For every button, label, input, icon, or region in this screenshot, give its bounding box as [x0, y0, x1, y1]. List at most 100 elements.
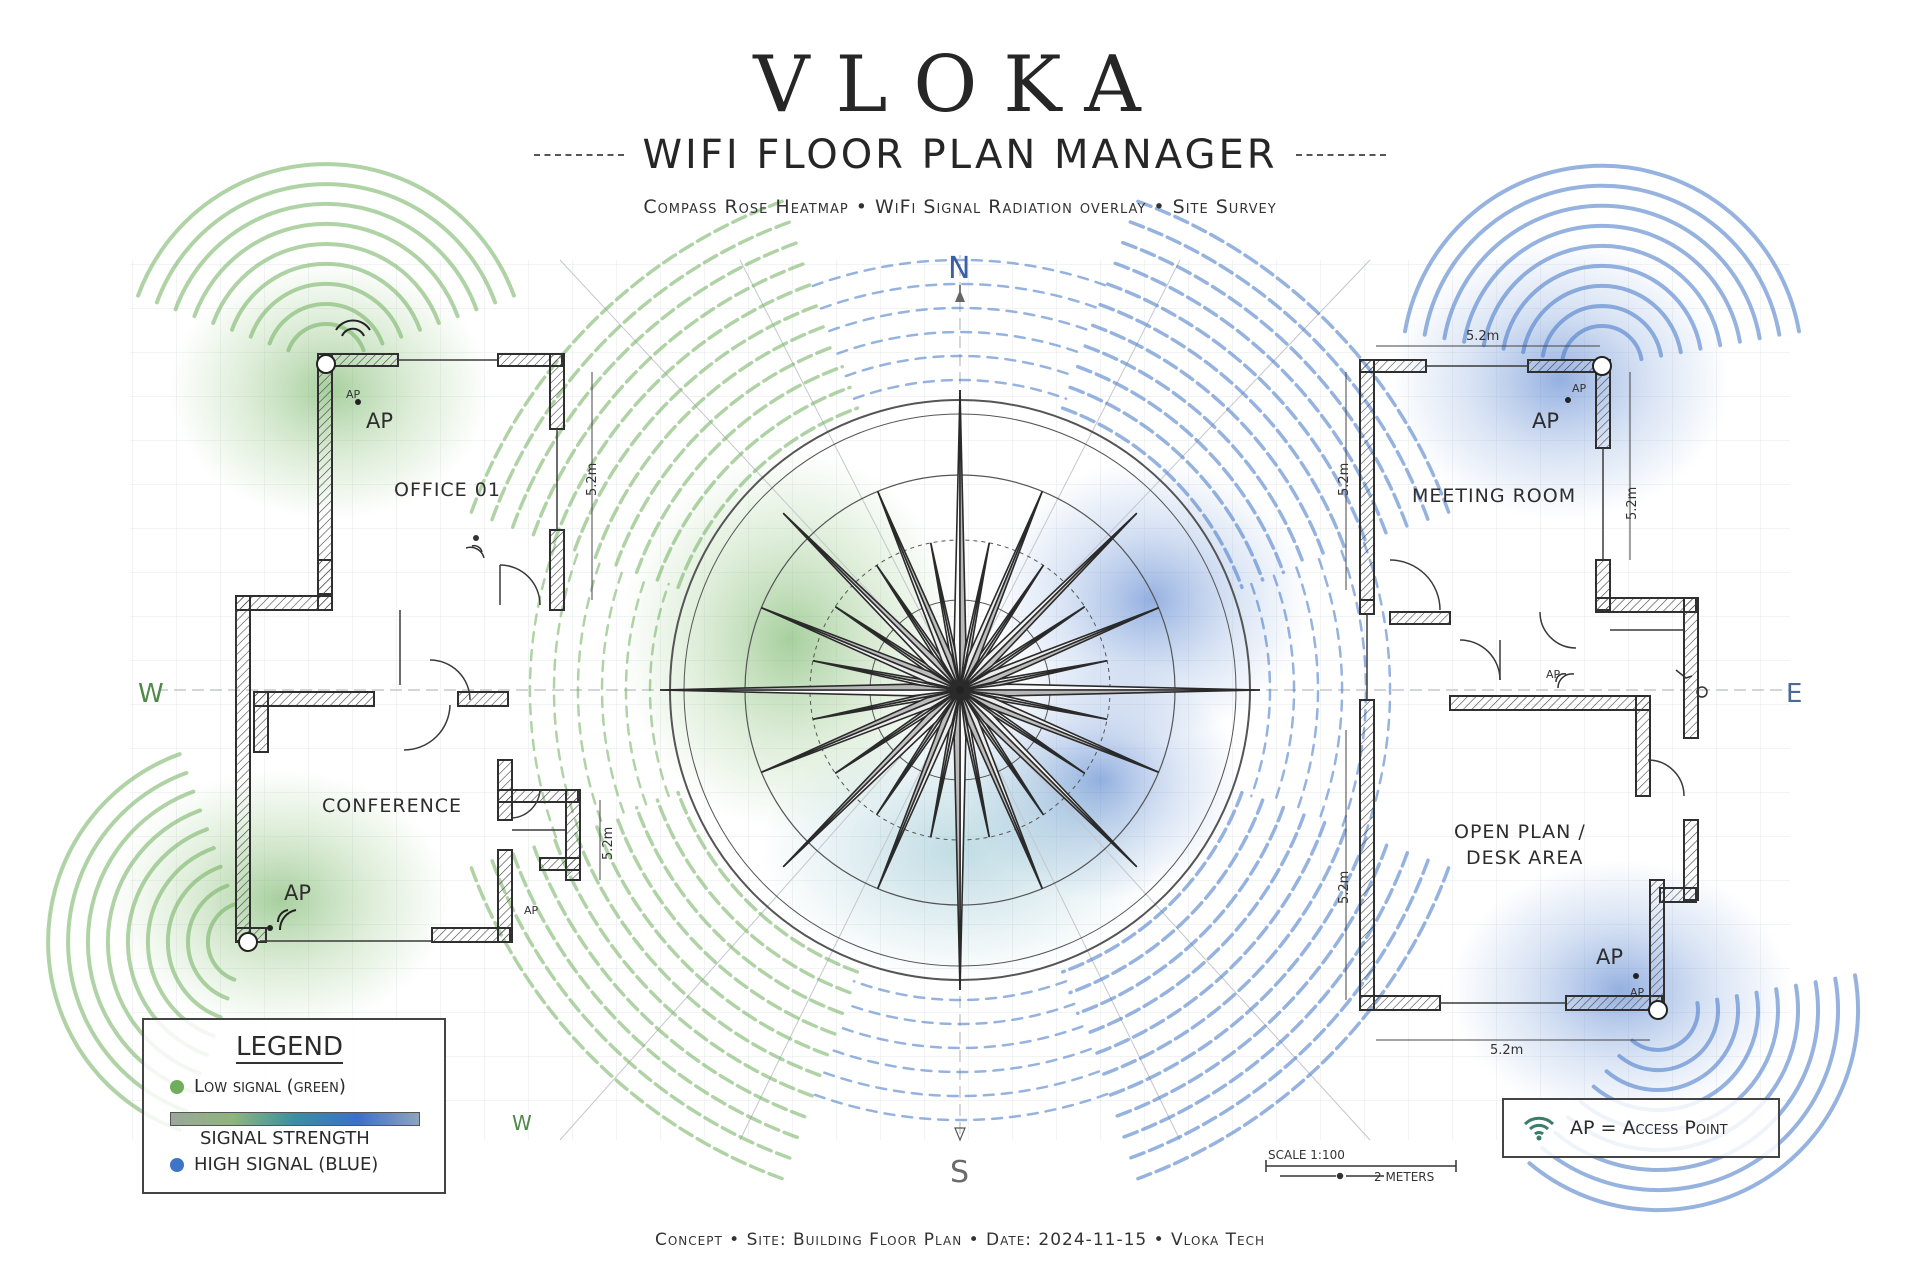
- ap-small-se: AP: [1630, 986, 1645, 999]
- signal-arc: [165, 864, 223, 1020]
- signal-arc: [1098, 302, 1348, 552]
- access-point-ne[interactable]: [1565, 356, 1612, 403]
- signal-arc: [206, 902, 237, 982]
- title-row: WIFI FLOOR PLAN MANAGER: [0, 130, 1920, 180]
- signal-arc: [576, 558, 603, 822]
- dimension-meeting-right: 5.2m: [1625, 487, 1640, 520]
- signal-arc: [1128, 220, 1430, 522]
- signal-arc: [1083, 344, 1306, 567]
- ap-label-ne: AP: [1532, 409, 1559, 433]
- legend-low-label: Low signal (green): [194, 1076, 346, 1097]
- signal-arc: [490, 858, 792, 1160]
- signal-arc: [828, 306, 1092, 333]
- legend-strength-row: SIGNAL STRENGTH: [200, 1128, 370, 1149]
- signal-arc: [1075, 364, 1286, 575]
- dimension-left-wing: 5.2m: [601, 827, 616, 860]
- compass-point: [782, 512, 961, 691]
- compass-west-label: W: [138, 679, 164, 709]
- signal-arc: [1272, 574, 1296, 806]
- signal-arc: [1068, 385, 1265, 582]
- signal-arc: [1422, 183, 1782, 337]
- dimension-meeting-width: 5.2m: [1466, 329, 1499, 344]
- compass-south-label: S: [950, 1155, 969, 1190]
- ap-small-nw: AP: [346, 388, 361, 401]
- compass-point: [959, 689, 1159, 774]
- signal-arc: [572, 302, 822, 552]
- signal-arc: [1540, 303, 1664, 358]
- dimension-office-height: 5.2m: [585, 463, 600, 496]
- access-point-sw[interactable]: [238, 909, 297, 952]
- signal-arc: [572, 828, 822, 1078]
- signal-arc: [852, 378, 1068, 400]
- access-point-nw[interactable]: [316, 319, 371, 405]
- signal-arc: [844, 354, 1076, 378]
- ap-small-left-wing: AP: [524, 904, 539, 917]
- signal-arc: [1340, 549, 1368, 831]
- compass-point: [959, 689, 1261, 697]
- compass-point: [876, 689, 961, 889]
- signal-arc: [1462, 223, 1742, 344]
- north-arrow: [955, 285, 965, 302]
- signal-arc: [1121, 851, 1410, 1140]
- compass-point: [876, 491, 961, 691]
- signal-arc: [510, 851, 799, 1140]
- signal-arc: [811, 258, 1109, 288]
- signal-arc: [676, 790, 860, 974]
- signal-arc: [1090, 820, 1327, 1057]
- signal-arc: [655, 798, 852, 995]
- signal-arc: [531, 261, 807, 537]
- signal-arc: [552, 836, 814, 1098]
- green-dot-icon: [170, 1079, 184, 1094]
- ap-label-se: AP: [1596, 945, 1623, 969]
- page-subtitle: Compass Rose Heatmap • WiFi Signal Radia…: [643, 196, 1277, 218]
- south-arrow: [954, 1127, 966, 1142]
- signal-arc: [510, 240, 799, 529]
- signal-arc: [1521, 283, 1683, 355]
- room-label-open-plan-2: DESK AREA: [1466, 847, 1583, 869]
- scale-distance: 2 METERS: [1374, 1170, 1435, 1184]
- compass-point: [959, 389, 967, 691]
- signal-arc: [173, 201, 479, 312]
- compass-west-secondary-label: W: [512, 1111, 532, 1135]
- signal-arc: [1068, 798, 1265, 995]
- signal-arc: [676, 406, 860, 590]
- compass-point: [761, 689, 961, 774]
- brand-logo-text: VLOKA: [753, 40, 1167, 130]
- title-rule-right: [1295, 154, 1386, 156]
- compass-point: [761, 606, 961, 691]
- signal-arc: [1617, 997, 1720, 1073]
- access-point-se[interactable]: [1633, 973, 1668, 1020]
- ap-key-box: AP = Access Point: [1502, 1098, 1780, 1158]
- right-building-thin-walls: [1366, 365, 1685, 1004]
- signal-arc: [614, 344, 837, 567]
- signal-arc: [286, 322, 366, 353]
- compass-point: [959, 689, 1138, 868]
- signal-arc: [614, 813, 837, 1036]
- signal-arc: [66, 770, 189, 1114]
- footer-caption: Concept • Site: Building Floor Plan • Da…: [654, 1230, 1266, 1250]
- signal-arc: [1106, 836, 1368, 1098]
- legend-strength-label: SIGNAL STRENGTH: [200, 1128, 370, 1149]
- compass-point: [959, 606, 1159, 691]
- signal-arc: [552, 282, 814, 544]
- dimension-open-plan-bottom: 5.2m: [1490, 1043, 1523, 1058]
- room-label-open-plan-1: OPEN PLAN /: [1454, 821, 1586, 843]
- dimension-lines: [591, 345, 1650, 1041]
- signal-arc: [1403, 163, 1801, 334]
- signal-arc: [1295, 566, 1320, 814]
- signal-arc: [819, 282, 1101, 310]
- legend-high-label: HIGH SIGNAL (BLUE): [194, 1154, 379, 1175]
- signal-arc: [1121, 240, 1410, 529]
- access-point-inner-right[interactable]: [1555, 673, 1575, 689]
- signal-arc: [852, 980, 1068, 1002]
- compass-east-label: E: [1786, 679, 1802, 709]
- ap-small-inner-right: AP: [1546, 668, 1561, 681]
- wifi-icon: [1523, 1116, 1555, 1141]
- ap-key-text: AP = Access Point: [1570, 1117, 1728, 1139]
- signal-arc: [211, 242, 441, 325]
- signal-arc: [655, 385, 852, 582]
- wifi-icon-office: [465, 535, 485, 559]
- signal-arc: [634, 364, 845, 575]
- signal-arc: [469, 199, 784, 514]
